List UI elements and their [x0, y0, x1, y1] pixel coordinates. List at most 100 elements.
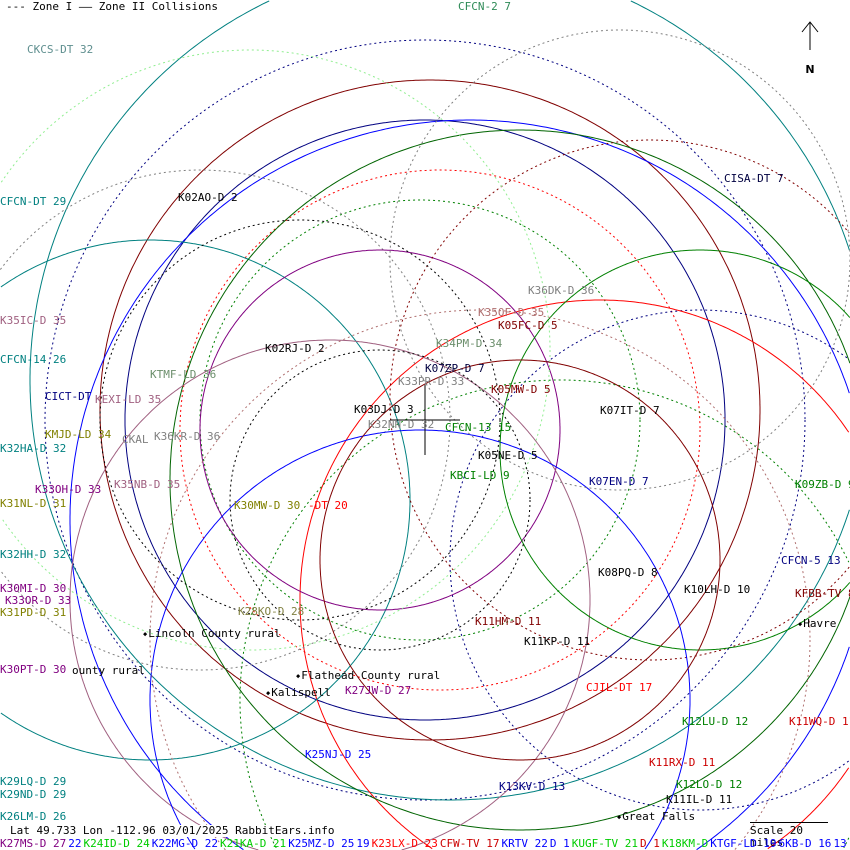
station-label[interactable]: K23LX-D 23	[371, 837, 438, 850]
scale-bar: Scale 20 miles	[750, 822, 828, 849]
contour-ring	[499, 249, 850, 651]
contour-ring	[149, 429, 691, 850]
station-label[interactable]: K11RX-D 11	[649, 756, 716, 769]
contour-ring	[0, 49, 551, 350]
station-label[interactable]: K13KV-D 13	[499, 780, 566, 793]
station-label[interactable]: K27MS-D 27	[0, 837, 67, 850]
station-label[interactable]: KRTV 22	[501, 837, 548, 850]
station-label[interactable]: K22MG-D 22	[151, 837, 218, 850]
station-label[interactable]: -DT 20	[308, 499, 348, 512]
station-label[interactable]: CFW-TV 17	[439, 837, 500, 850]
station-label[interactable]: CFCN-5 13	[781, 554, 841, 567]
contour-ring	[299, 299, 850, 850]
station-label[interactable]: K11KP-D 11	[524, 635, 591, 648]
station-label[interactable]: CICT-DT	[45, 390, 92, 403]
contour-ring	[229, 349, 531, 651]
station-label[interactable]: CFCN-2 7	[458, 0, 511, 13]
station-label[interactable]: K05NE-D 5	[478, 449, 538, 462]
station-label[interactable]: KUGF-TV 21	[571, 837, 638, 850]
station-label[interactable]: 22	[68, 837, 82, 850]
contour-ring	[149, 309, 811, 850]
station-label[interactable]: K11IL-D 11	[666, 793, 733, 806]
station-label[interactable]: K12LU-D 12	[682, 715, 749, 728]
station-label[interactable]: K21KA-D 21	[219, 837, 287, 850]
station-label[interactable]: 19	[356, 837, 370, 850]
station-label[interactable]: K33OR-D 33	[5, 594, 72, 607]
contour-ring	[179, 169, 701, 691]
station-label[interactable]: CJIL-DT 17	[586, 681, 653, 694]
station-label[interactable]: K29LQ-D 29	[0, 775, 67, 788]
station-label[interactable]: KFBB-TV 8	[795, 587, 850, 600]
contour-ring	[0, 169, 451, 420]
station-label[interactable]: K25NJ-D 25	[305, 748, 372, 761]
station-label[interactable]: CFCN-14 26	[0, 353, 67, 366]
station-label[interactable]: K25MZ-D 25	[288, 837, 355, 850]
contour-ring	[767, 767, 850, 850]
status-readout: Lat 49.733 Lon -112.96 03/01/2025 Rabbit…	[10, 824, 335, 837]
station-label[interactable]: K05MW-D 5	[491, 383, 551, 396]
station-label[interactable]: K31PD-D 31	[0, 606, 67, 619]
station-label[interactable]: CKCS-DT 32	[27, 43, 94, 56]
station-label[interactable]: K30PT-D 30	[0, 663, 67, 676]
station-label[interactable]: K35IC-D 35	[0, 314, 67, 327]
station-label[interactable]: K05FC-D 5	[498, 319, 558, 332]
station-label[interactable]: K10LH-D 10	[684, 583, 751, 596]
station-label[interactable]: KTGF-LD 19	[710, 837, 777, 850]
station-label[interactable]: K30MW-D 30	[234, 499, 301, 512]
contour-ring	[99, 79, 761, 741]
station-label[interactable]: K36KR-D 36	[154, 430, 221, 443]
station-label[interactable]: K35OF-D 35	[478, 306, 545, 319]
station-label[interactable]: KBCI-LD 9	[450, 469, 510, 482]
station-label[interactable]: 6KB-D 16	[778, 837, 832, 850]
contour-ring	[449, 309, 849, 811]
station-label[interactable]: CISA-DT 7	[724, 172, 784, 185]
contour-ring	[69, 119, 850, 850]
station-label[interactable]: K35NB-D 35	[114, 478, 181, 491]
station-label[interactable]: K03DJ-D 3	[354, 403, 414, 416]
station-label[interactable]: D 1	[639, 837, 660, 850]
contour-ring	[630, 0, 850, 251]
city-label: Great Falls	[617, 811, 695, 823]
station-label[interactable]: 13	[833, 837, 847, 850]
station-label[interactable]: K02RJ-D 2	[265, 342, 325, 355]
station-label[interactable]: K33OH-D 33	[35, 483, 102, 496]
station-label[interactable]: K29ND-D 29	[0, 788, 67, 801]
station-label[interactable]: KEXI-LD 35	[95, 393, 162, 406]
station-label[interactable]: K28KO-D 28	[238, 605, 305, 618]
station-label[interactable]: K09ZB-D 9	[795, 478, 850, 491]
station-label[interactable]: K11HM-D 11	[475, 615, 542, 628]
station-label[interactable]: K07IT-D 7	[600, 404, 660, 417]
station-label[interactable]: K24ID-D 24	[83, 837, 150, 850]
station-label[interactable]: K32NN-D 32	[368, 418, 435, 431]
station-label[interactable]: KTMF-LD 36	[150, 368, 217, 381]
station-label[interactable]: K32HH-D 32	[0, 548, 67, 561]
station-label[interactable]: K18KM-D	[661, 837, 709, 850]
station-label[interactable]: CFCN-DT 29	[0, 195, 67, 208]
station-label[interactable]: K08PQ-D 8	[598, 566, 658, 579]
station-label[interactable]: K02AO-D 2	[178, 191, 238, 204]
station-label[interactable]: CFCN-13 15	[445, 421, 512, 434]
legend-collisions: Collisions	[151, 0, 218, 13]
station-label[interactable]: CKAL	[122, 433, 149, 446]
city-label: Lincoln County rural	[143, 628, 280, 640]
contour-ring	[843, 837, 850, 849]
station-label[interactable]: K07ZP-D 7	[425, 362, 485, 375]
station-label[interactable]: D 1	[549, 837, 570, 850]
station-label[interactable]: K31NL-D 31	[0, 497, 67, 510]
station-label[interactable]: K30MI-D 30	[0, 582, 67, 595]
station-label[interactable]: K07EN-D 7	[589, 475, 649, 488]
contour-ring	[696, 646, 850, 850]
station-label[interactable]: K12LO-D 12	[676, 778, 743, 791]
station-label[interactable]: K32HA-D 32	[0, 442, 67, 455]
station-label[interactable]: K26LM-D 26	[0, 810, 67, 823]
legend: --- Zone I —— Zone II Collisions	[6, 1, 218, 13]
station-label[interactable]: K34PM-D 34	[436, 337, 503, 350]
contour-ring	[0, 420, 451, 671]
station-label[interactable]: KMJD-LD 34	[45, 428, 112, 441]
station-label[interactable]: K33PR-D 33	[398, 375, 465, 388]
station-label[interactable]: K27JW-D 27	[345, 684, 412, 697]
station-label[interactable]: K36DK-D 36	[528, 284, 595, 297]
station-label[interactable]: K11WQ-D 11	[789, 715, 850, 728]
